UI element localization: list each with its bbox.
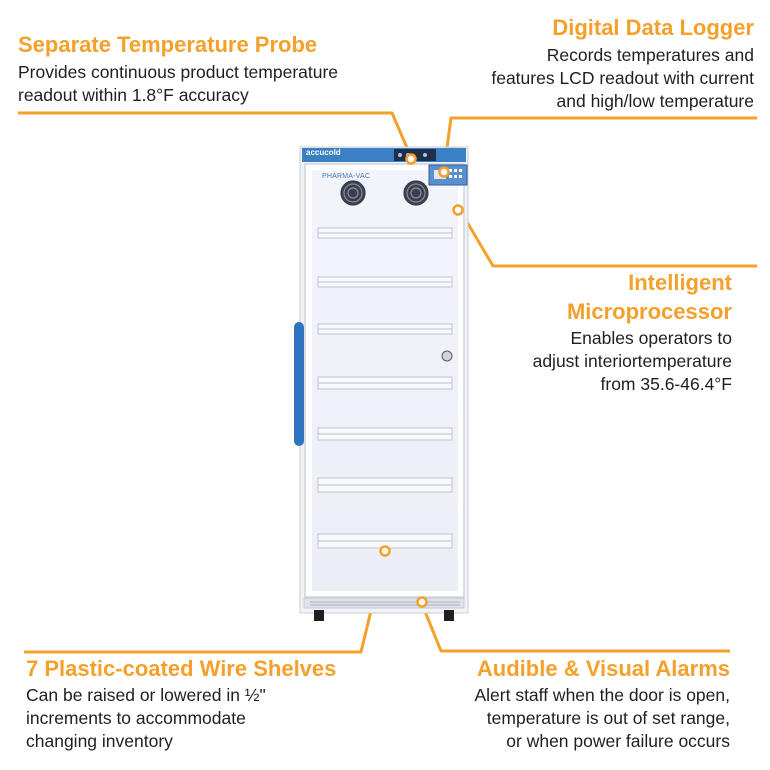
micro-title: Intelligent Microprocessor [567,268,732,326]
shelf-5 [317,427,453,441]
shelf-7 [317,533,453,549]
probe-title: Separate Temperature Probe [18,32,318,57]
probe-marker [405,153,417,165]
probe-leader [18,111,413,158]
logger-body-line-1: Records temperatures and [546,45,754,65]
alarms-body-line-1: Alert staff when the door is open, [474,685,730,705]
caster-left [314,610,324,621]
alarms-body-line-2: temperature is out of set range, [486,708,730,728]
logger-marker [438,166,450,178]
probe-body-line-1: Provides continuous product temperature [18,62,339,82]
fridge-base-grille [303,597,465,609]
shelf-6 [317,477,453,493]
micro-title-line-1: Intelligent [628,270,732,295]
alarms-marker [416,596,428,608]
door-lock [441,350,453,362]
shelf-2 [317,276,453,288]
logger-body-line-2: features LCD readout with current [491,68,754,88]
shelf-3 [317,323,453,335]
micro-title-line-2: Microprocessor [566,299,732,324]
micro-body: Enables operators to adjust interiortemp… [533,327,732,396]
fridge-brand: accucold [306,148,341,157]
alarms-leader [420,603,730,653]
door-label: PHARMA-VAC [322,173,371,180]
shelves-body-line-3: changing inventory [26,731,173,751]
probe-body-line-2: readout within 1.8°F accuracy [18,85,249,105]
logger-title: Digital Data Logger [552,15,754,40]
shelves-title: 7 Plastic-coated Wire Shelves [26,656,337,681]
alarms-body-line-3: or when power failure occurs [506,731,730,751]
logger-body-line-3: and high/low temperature [556,91,754,111]
wire-shelves [317,227,453,549]
door-handle [294,322,304,446]
micro-body-line-3: from 35.6-46.4°F [600,374,733,394]
shelf-4 [317,376,453,390]
probe-body: Provides continuous product temperature … [18,61,338,107]
shelves-body: Can be raised or lowered in ½" increment… [26,684,266,753]
shelves-body-line-1: Can be raised or lowered in ½" [26,685,266,705]
fan-right [403,180,429,206]
fan-left [340,180,366,206]
alarms-body: Alert staff when the door is open, tempe… [474,684,730,753]
shelf-1 [317,227,453,239]
micro-leader [458,209,757,268]
logger-body: Records temperatures and features LCD re… [491,44,754,113]
shelves-marker [379,545,391,557]
alarms-title: Audible & Visual Alarms [476,656,730,681]
micro-body-line-1: Enables operators to [570,328,733,348]
shelves-body-line-2: increments to accommodate [26,708,246,728]
micro-marker [452,204,464,216]
caster-right [444,610,454,621]
micro-body-line-2: adjust interiortemperature [532,351,732,371]
